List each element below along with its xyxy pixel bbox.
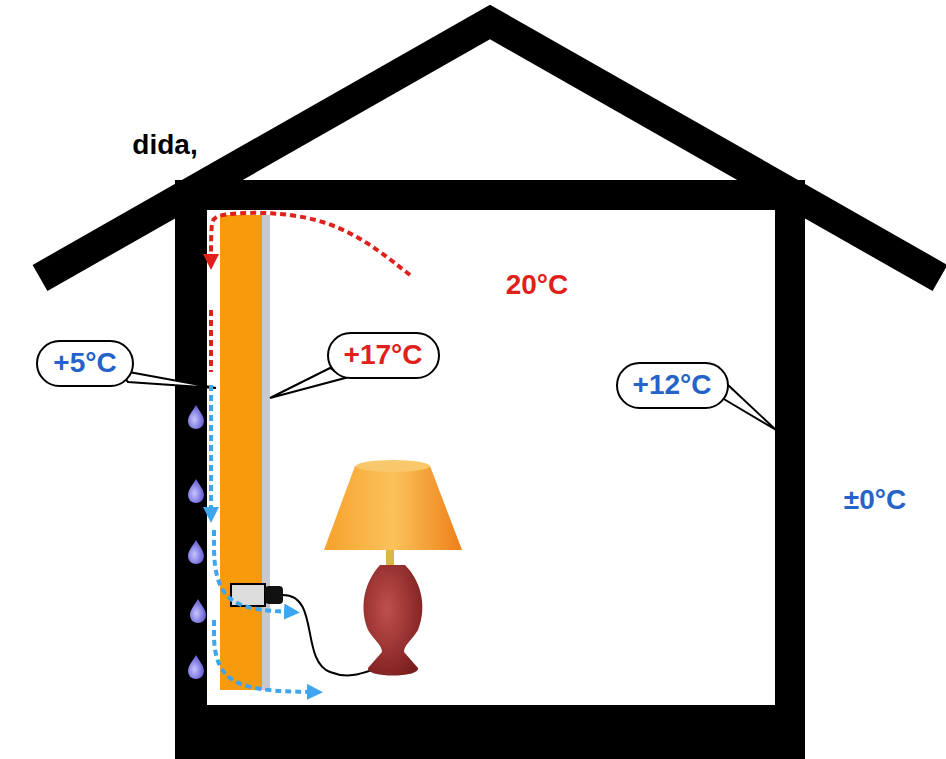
temperature-value: +12°C: [633, 370, 712, 401]
roof: [40, 22, 940, 278]
house-wall: [175, 180, 805, 759]
callout-tail: [118, 370, 216, 388]
lamp-top: [356, 460, 430, 472]
water-drop: [188, 540, 204, 564]
air-flow-arrow: [209, 310, 213, 372]
lamp-base: [364, 565, 423, 676]
drywall: [262, 215, 270, 690]
outside-temperature: ±0°C: [844, 485, 906, 516]
air-flow-arrow: [209, 385, 213, 515]
water-drop: [188, 479, 204, 503]
attic: [250, 44, 730, 180]
air-flow-arrow: [214, 620, 315, 692]
water-drop: [188, 655, 204, 679]
callout-bubble: +17°C: [327, 332, 440, 379]
callout-bubble: +12°C: [616, 362, 729, 409]
air-flow-arrow: [211, 213, 410, 275]
plug: [265, 586, 283, 604]
callout-bubble: +5°C: [36, 340, 134, 387]
air-flow-arrow: [214, 530, 292, 612]
water-drop: [190, 599, 206, 623]
room: [207, 210, 775, 705]
water-drop: [188, 405, 204, 429]
room-temperature: 20°C: [506, 270, 569, 301]
temperature-value: +17°C: [344, 340, 423, 371]
lamp-shade: [324, 466, 462, 550]
socket: [231, 584, 265, 606]
heading-fragment: dida,: [132, 130, 197, 161]
insulation: [220, 215, 262, 690]
temperature-value: +5°C: [53, 348, 116, 379]
